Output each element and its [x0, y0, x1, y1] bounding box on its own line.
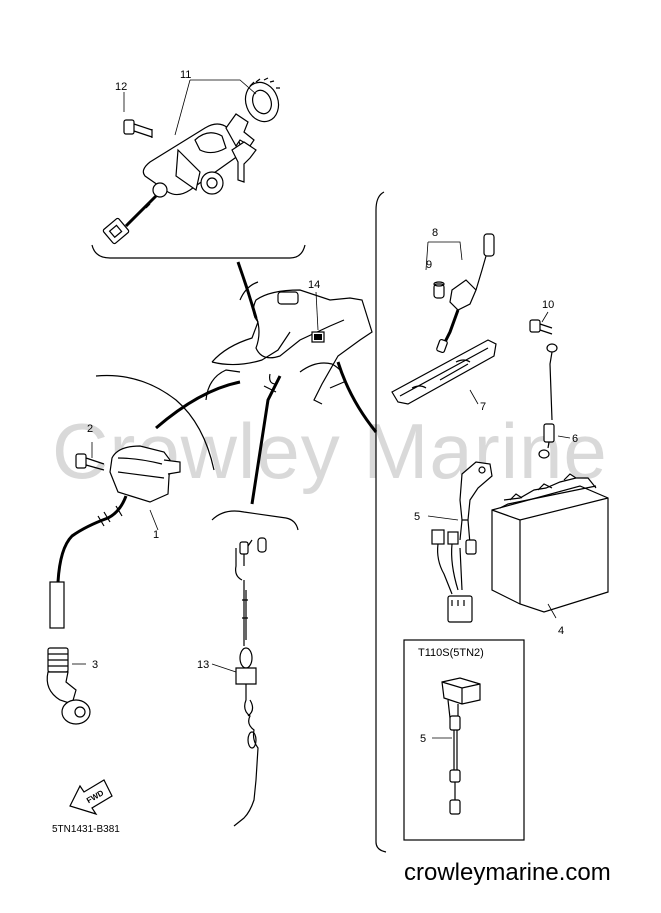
diagram-code: 5TN1431-B381: [52, 824, 120, 835]
callout-9: 9: [426, 259, 432, 271]
right-section-divider: [375, 191, 387, 853]
callout-11: 11: [180, 69, 191, 81]
link-line-right: [336, 361, 378, 433]
site-url[interactable]: crowleymarine.com: [404, 859, 611, 886]
variant-box: [403, 639, 525, 841]
neutral-switch-lead-13[interactable]: [211, 510, 299, 827]
callout-6: 6: [572, 433, 578, 445]
relay-assembly-5[interactable]: [427, 461, 493, 623]
link-line-mid: [250, 375, 282, 505]
callout-3: 3: [92, 659, 98, 671]
callout-5: 5: [414, 511, 420, 523]
vehicle-silhouette: [205, 281, 373, 405]
callout-4: 4: [558, 625, 564, 637]
fuse-assembly[interactable]: [425, 233, 495, 354]
callout-7: 7: [480, 401, 486, 413]
bolt-2[interactable]: [75, 453, 105, 471]
bolt-12[interactable]: [123, 119, 153, 138]
callout-5-variant: 5: [420, 733, 426, 745]
callout-10: 10: [542, 299, 554, 311]
plug-cap-3[interactable]: [46, 647, 91, 725]
callout-2: 2: [87, 423, 93, 435]
callout-13: 13: [197, 659, 209, 671]
battery-band-7[interactable]: [391, 339, 497, 405]
fwd-arrow: FWD: [69, 779, 113, 816]
ignition-coil-assembly[interactable]: [49, 374, 215, 629]
callout-14: 14: [308, 279, 320, 291]
link-line-top: [236, 261, 258, 319]
callout-1: 1: [153, 529, 159, 541]
callout-8: 8: [432, 227, 438, 239]
battery-lead-6[interactable]: [529, 311, 571, 459]
main-switch-assembly[interactable]: [91, 77, 306, 259]
link-line-left: [155, 380, 241, 430]
variant-box-title: T110S(5TN2): [418, 647, 484, 659]
battery-4[interactable]: [491, 473, 609, 619]
callout-12: 12: [115, 81, 127, 93]
